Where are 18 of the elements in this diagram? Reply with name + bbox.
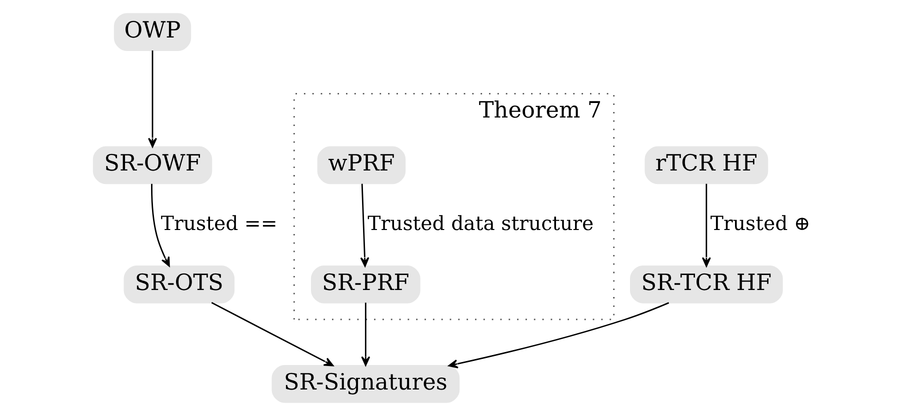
arrow xyxy=(150,184,170,267)
node-box: wPRF xyxy=(316,146,406,184)
arrow xyxy=(448,302,669,368)
arrow xyxy=(360,184,369,267)
edge-label: Trusted data structure xyxy=(367,212,594,236)
node-box: SR-OTS xyxy=(123,266,234,304)
arrow xyxy=(148,50,156,148)
node-box: rTCR HF xyxy=(644,146,768,184)
arrow xyxy=(210,302,334,366)
node-box: SR-Signatures xyxy=(271,365,460,403)
node-box: OWP xyxy=(113,13,191,51)
node-box: SR-TCR HF xyxy=(630,266,782,304)
arrow xyxy=(701,184,710,267)
node-box: SR-PRF xyxy=(310,266,420,304)
edge-label: Trusted == xyxy=(160,212,277,236)
node-box: SR-OWF xyxy=(92,146,212,184)
arrow xyxy=(360,302,370,366)
edge-label: Trusted ⊕ xyxy=(710,212,810,236)
